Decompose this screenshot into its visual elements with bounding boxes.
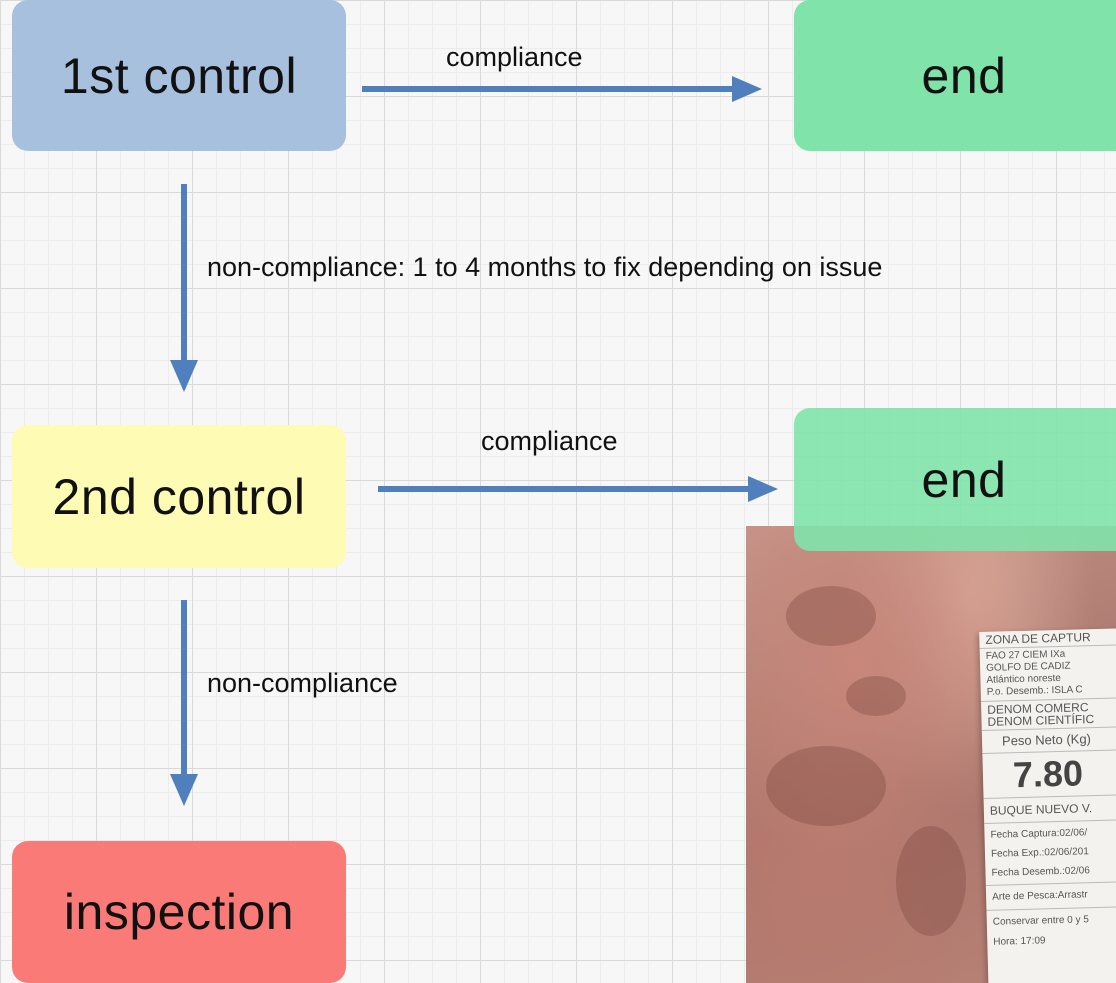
- node-inspection-label: inspection: [63, 884, 295, 940]
- node-second-control-label: 2nd control: [52, 468, 306, 525]
- node-first-control-label: 1st control: [60, 47, 298, 104]
- node-end-top-label: end: [921, 47, 1007, 104]
- node-second-control: 2nd control: [12, 425, 346, 568]
- edge-label-first-compliance: compliance: [446, 42, 583, 72]
- node-end-middle: end: [794, 408, 1116, 551]
- edge-label-second-non-compliance: non-compliance: [207, 668, 398, 698]
- seafood-label-photo: ZONA DE CAPTUR FAO 27 CIEM IXa GOLFO DE …: [746, 526, 1116, 983]
- node-end-top: end: [794, 0, 1116, 151]
- arrow-second-compliance: [378, 476, 778, 502]
- edge-label-first-non-compliance: non-compliance: 1 to 4 months to fix dep…: [207, 252, 883, 282]
- arrow-second-non-compliance: [170, 600, 198, 806]
- node-end-middle-label: end: [921, 451, 1007, 508]
- node-first-control: 1st control: [12, 0, 346, 151]
- arrow-first-compliance: [362, 76, 762, 102]
- node-inspection: inspection: [12, 841, 346, 983]
- edge-label-second-compliance: compliance: [481, 426, 618, 456]
- arrow-first-non-compliance: [170, 184, 198, 392]
